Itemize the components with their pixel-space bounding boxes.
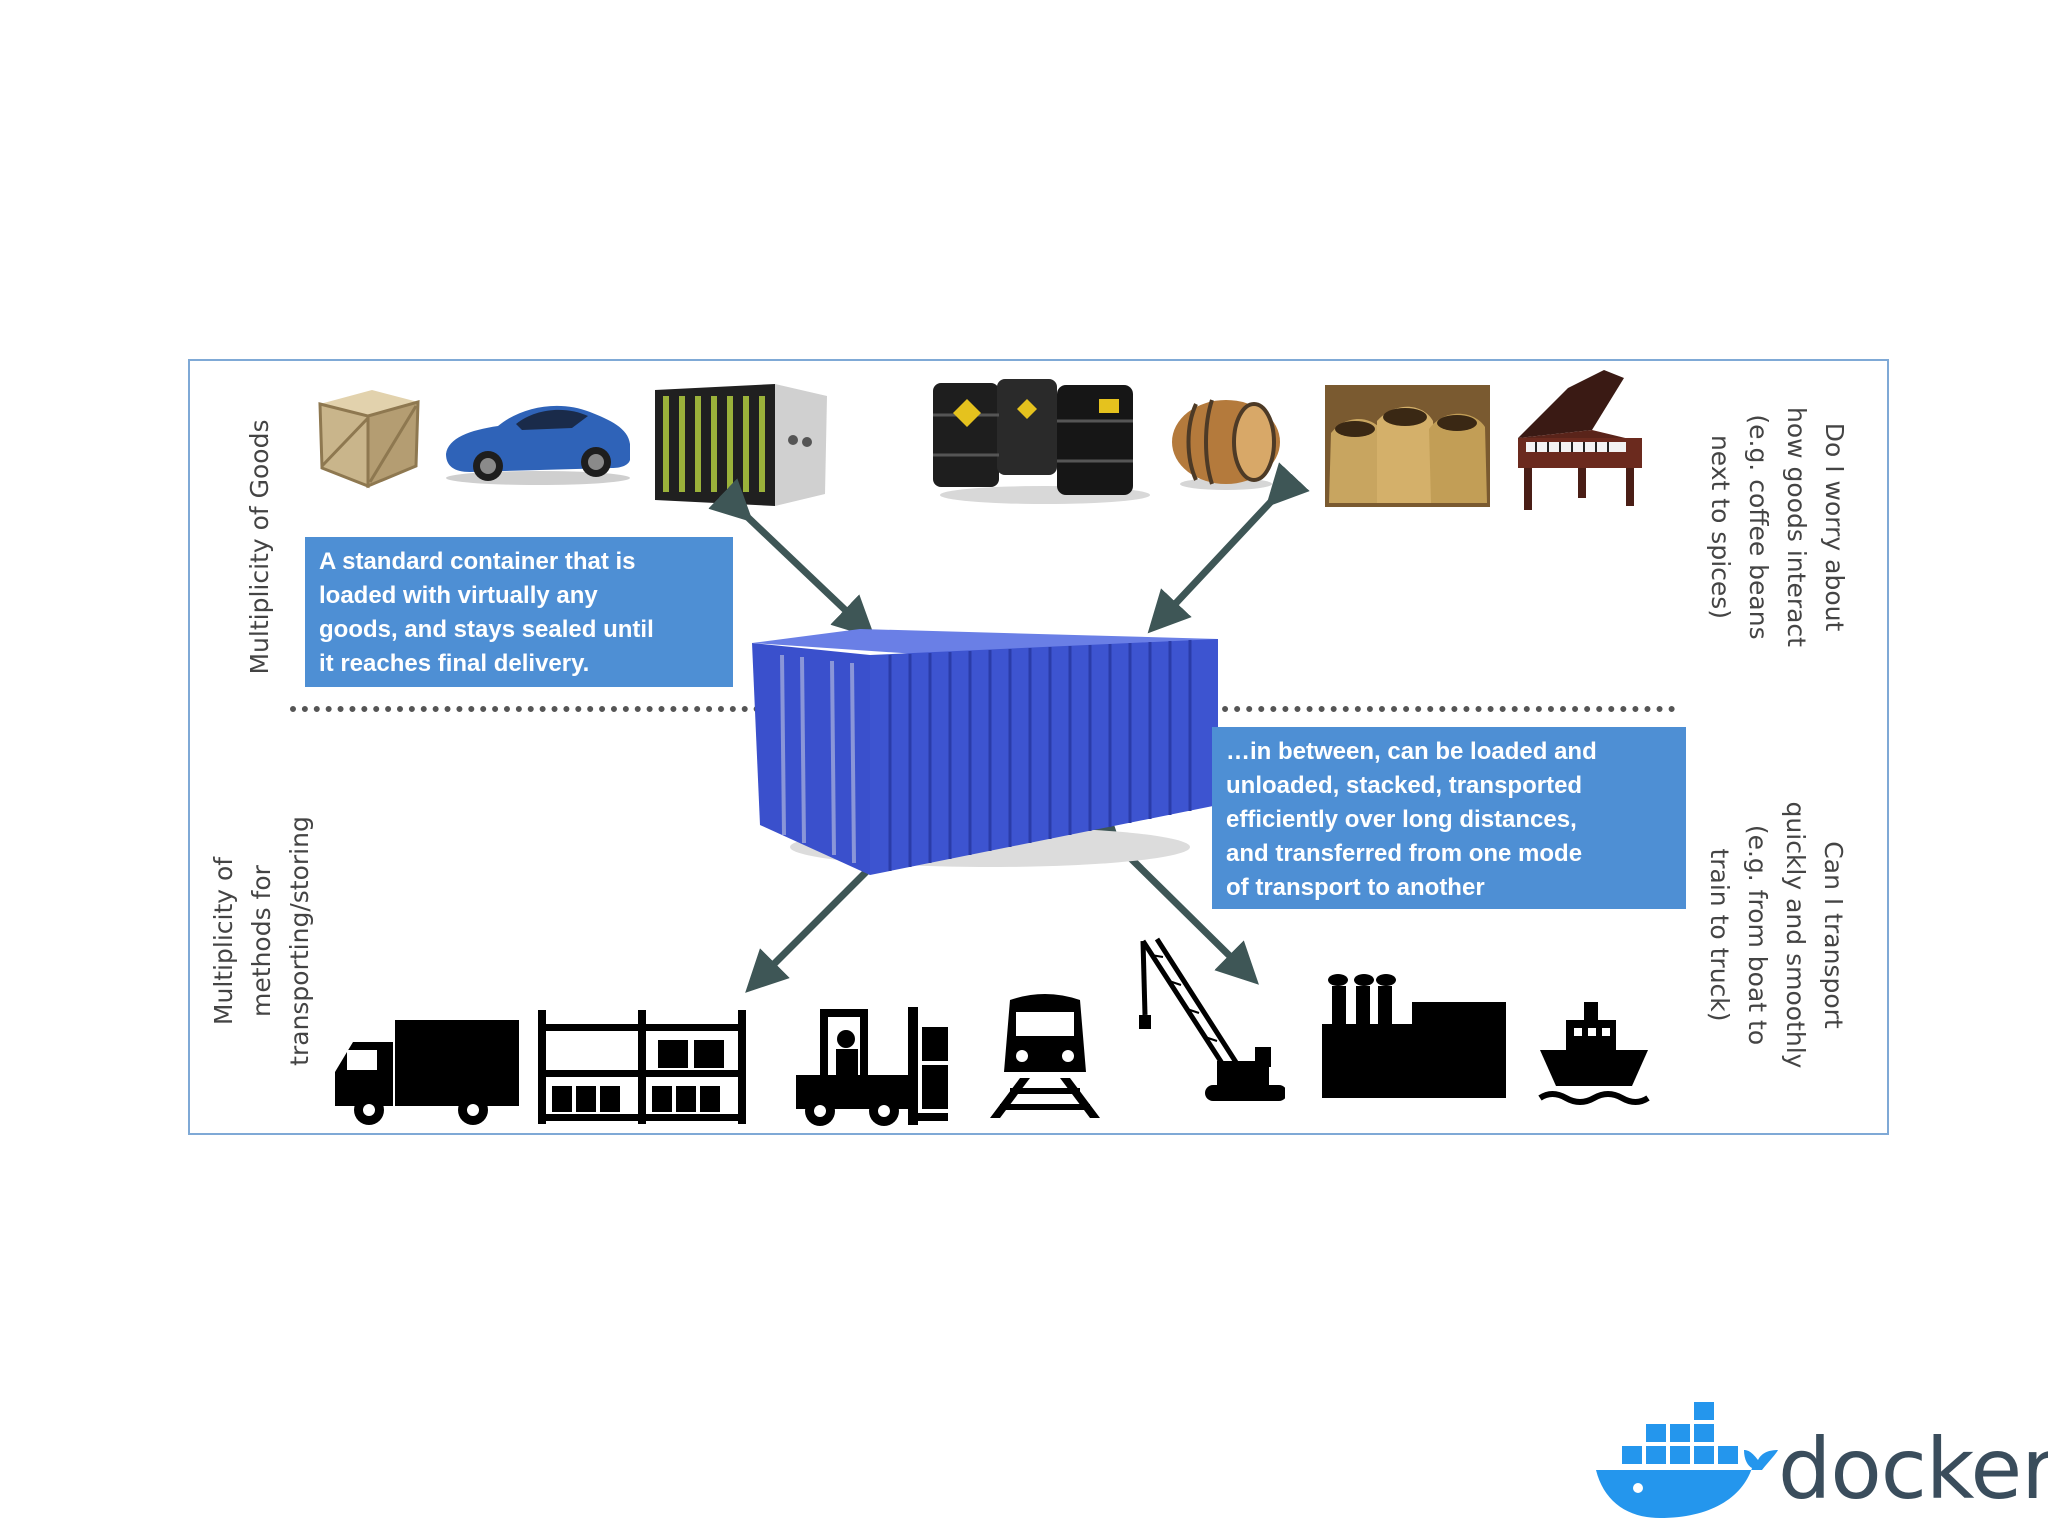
sports-car-icon [446,405,630,485]
ship-icon [1538,1002,1650,1105]
divider-left [290,706,760,712]
docker-whale-logo [1596,1402,1778,1518]
wooden-crate-icon [318,390,420,489]
crane-icon [1139,937,1285,1101]
brand-name: docker [1778,1420,2048,1518]
divider-right [1210,706,1675,712]
server-rack-icon [655,384,827,506]
factory-icon [1322,974,1506,1098]
shipping-container-icon [752,629,1218,875]
grand-piano-icon [1518,370,1642,510]
coffee-sacks-icon [1325,385,1490,507]
oil-barrels-icon [933,379,1150,504]
container-callout: A standard container that is loaded with… [305,537,733,687]
arrow-goods-left [708,478,876,639]
truck-icon [335,1020,519,1125]
warehouse-shelving-icon [538,1010,746,1124]
forklift-icon [796,1007,948,1126]
between-callout: …in between, can be loaded and unloaded,… [1212,727,1686,909]
arrow-goods-right [1147,462,1310,634]
train-icon [990,994,1100,1118]
